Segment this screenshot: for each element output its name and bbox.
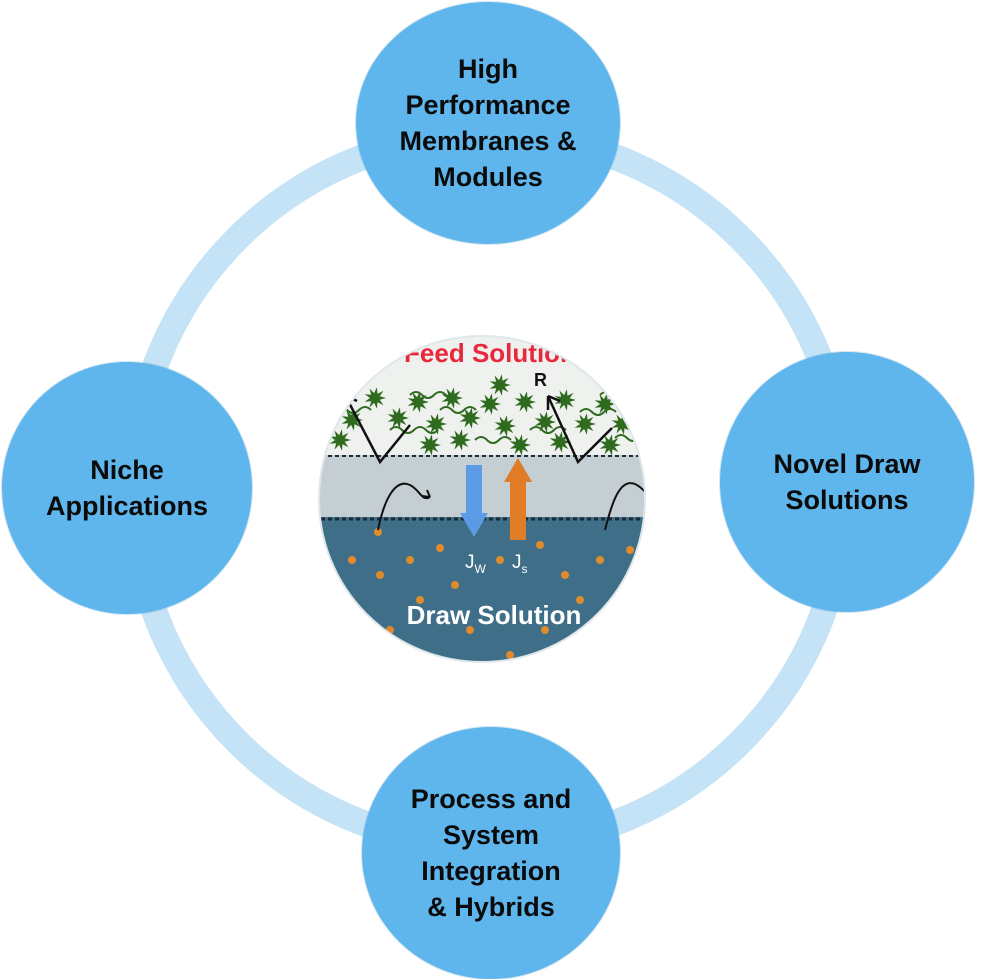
foulant-cluster-icon [494, 415, 516, 437]
solute-particle [496, 556, 504, 564]
foulant-cluster-icon [599, 434, 621, 456]
solute-particle [376, 571, 384, 579]
foulant-cluster-icon [489, 374, 511, 396]
solute-particle [451, 581, 459, 589]
foulant-cluster-icon [387, 407, 409, 429]
node-process-system-integration: Process and System Integration & Hybrids [362, 727, 620, 979]
foulant-squiggle [389, 426, 439, 434]
diffusion-arrow-right [604, 482, 645, 531]
foulant-squiggle [529, 426, 567, 434]
feed-solution-label: Feed Solution [404, 338, 576, 368]
reflux-label: R [534, 370, 547, 390]
foulant-cluster-icon [574, 413, 596, 435]
foulant-squiggle [409, 391, 447, 399]
solute-particle [436, 544, 444, 552]
node-novel-draw-solutions: Novel Draw Solutions [720, 352, 974, 612]
node-niche-applications: Niche Applications [2, 362, 252, 614]
solute-particle [541, 626, 549, 634]
solute-particle [536, 541, 544, 549]
foulant-cluster-icon [509, 434, 531, 456]
node-process-system-integration-label: Process and System Integration & Hybrids [410, 784, 572, 922]
foulant-squiggle [614, 434, 645, 442]
solute-flux-arrow [504, 458, 532, 540]
water-flux-label: JW [465, 552, 487, 576]
solute-particle [621, 644, 629, 652]
solute-particle [466, 626, 474, 634]
foulant-cluster-icon [514, 391, 536, 413]
foulant-cluster-icon [329, 429, 351, 451]
solute-particle [576, 596, 584, 604]
solute-particle [626, 546, 634, 554]
foulant-cluster-icon [479, 393, 501, 415]
solute-flux-label: Js [512, 552, 528, 576]
draw-solution-label: Draw Solution [407, 600, 582, 630]
foulant-cluster-icon [419, 434, 441, 456]
foulant-layer [329, 327, 645, 456]
draw-region [319, 517, 645, 662]
solute-particle [401, 646, 409, 654]
foulant-cluster-icon [449, 429, 471, 451]
foulant-cluster-icon [364, 387, 386, 409]
node-novel-draw-solutions-label: Novel Draw Solutions [773, 449, 921, 515]
foulant-squiggle [474, 436, 512, 444]
membrane-layer [319, 455, 645, 517]
foulant-squiggle [579, 408, 617, 416]
node-niche-applications-label: Niche Applications [45, 455, 208, 521]
foulant-cluster-icon [425, 413, 447, 435]
reverse-flux-arrow-right [546, 394, 613, 465]
center-circle-outline [318, 335, 646, 663]
node-membranes-modules-label: High Performance Membranes & Modules [399, 54, 577, 192]
foulant-squiggle [439, 406, 477, 414]
solute-particle [416, 596, 424, 604]
foulant-cluster-icon [341, 409, 363, 431]
solute-particle [506, 651, 514, 659]
solute-particle [561, 571, 569, 579]
solute-particle [374, 528, 382, 536]
solute-particle [636, 581, 644, 589]
node-membranes-modules: High Performance Membranes & Modules [356, 2, 620, 244]
foulant-cluster-icon [629, 399, 645, 421]
solute-particle [606, 616, 614, 624]
foulant-cluster-icon [554, 389, 576, 411]
solute-particle [406, 556, 414, 564]
diffusion-arrow-left [377, 482, 431, 531]
foulant-squiggle [470, 327, 494, 333]
solute-particle [348, 556, 356, 564]
foulant-squiggle [535, 327, 559, 333]
solute-particle [596, 556, 604, 564]
foulant-cluster-icon [534, 411, 556, 433]
foulant-cluster-icon [459, 407, 481, 429]
water-flux-arrow [460, 465, 488, 537]
foulant-cluster-icon [644, 421, 645, 443]
foulant-cluster-icon [441, 387, 463, 409]
